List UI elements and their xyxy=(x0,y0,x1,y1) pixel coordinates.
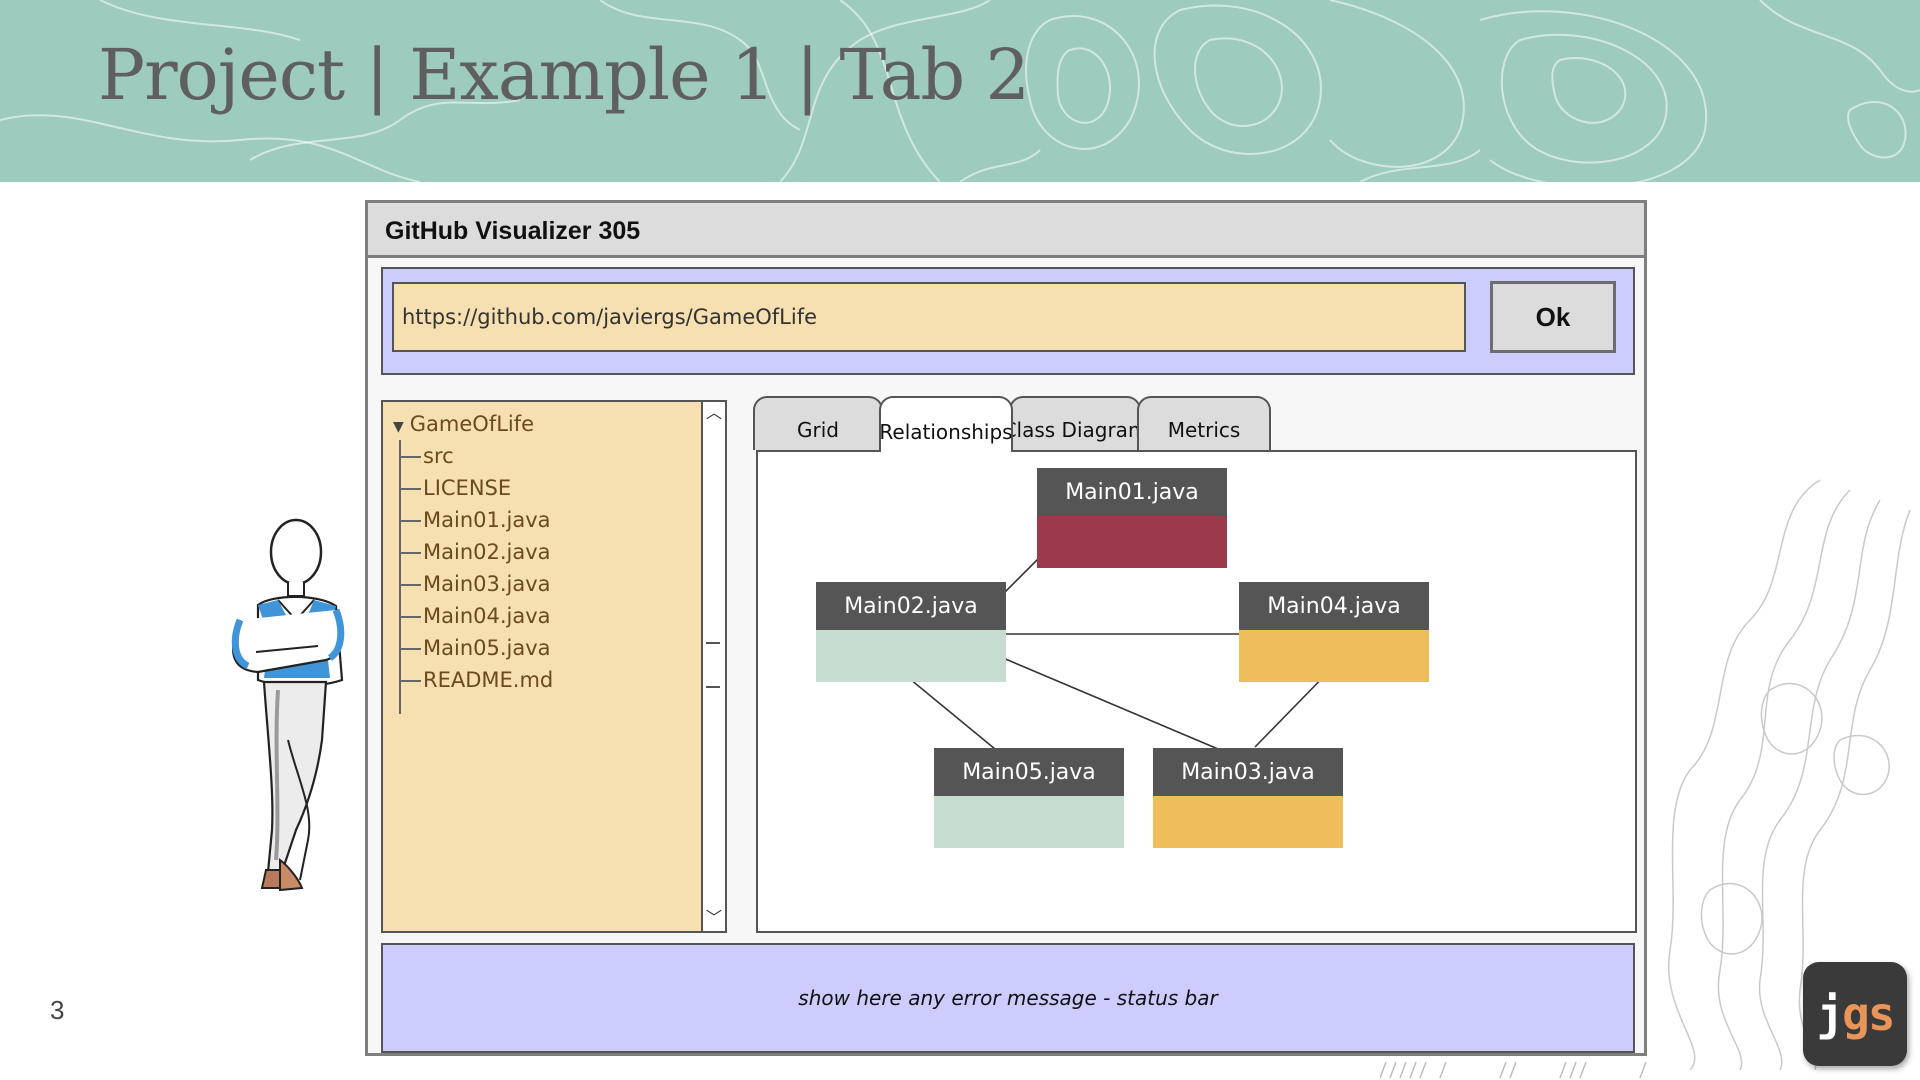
node-main02-body xyxy=(816,630,1006,682)
topographic-pattern xyxy=(0,0,1920,182)
caret-down-icon[interactable]: ▼ xyxy=(393,419,404,435)
logo-j-text: j xyxy=(1816,987,1844,1041)
tree-connector-line xyxy=(399,440,401,714)
tab-class-diagram[interactable]: Class Diagram xyxy=(1003,396,1147,450)
slide-title: Project | Example 1 | Tab 2 xyxy=(98,34,1030,116)
status-bar: show here any error message - status bar xyxy=(381,943,1635,1053)
node-main02[interactable]: Main02.java xyxy=(816,582,1006,682)
node-main01-body xyxy=(1037,516,1227,568)
tab-relationships[interactable]: Relationships xyxy=(879,396,1013,452)
edge-main02-main03 xyxy=(969,643,1219,750)
app-window: GitHub Visualizer 305 https://github.com… xyxy=(365,200,1647,1056)
file-tree-panel: ▼ GameOfLife src LICENSE Main01.java Main… xyxy=(381,400,727,933)
node-main05[interactable]: Main05.java xyxy=(934,748,1124,848)
ok-button[interactable]: Ok xyxy=(1490,281,1616,353)
slide-header-band: Project | Example 1 | Tab 2 xyxy=(0,0,1920,182)
tree-item-license[interactable]: LICENSE xyxy=(393,472,553,504)
window-titlebar: GitHub Visualizer 305 xyxy=(368,203,1644,258)
node-main05-label: Main05.java xyxy=(934,748,1124,796)
tree-item-main02[interactable]: Main02.java xyxy=(393,536,553,568)
relationships-diagram: Main01.java Main02.java Main04.java Main… xyxy=(756,450,1637,933)
scrollbar-thumb[interactable] xyxy=(706,642,720,688)
tree-item-main03[interactable]: Main03.java xyxy=(393,568,553,600)
tree-item-main04[interactable]: Main04.java xyxy=(393,600,553,632)
tree-item-src[interactable]: src xyxy=(393,440,553,472)
hatch-decoration xyxy=(1380,1061,1647,1079)
app-title: GitHub Visualizer 305 xyxy=(385,217,641,245)
node-main04[interactable]: Main04.java xyxy=(1239,582,1429,682)
person-illustration xyxy=(231,518,345,892)
node-main03-body xyxy=(1153,796,1343,848)
topographic-decoration xyxy=(1667,479,1911,1070)
tab-grid[interactable]: Grid xyxy=(753,396,883,450)
tree-root-label: GameOfLife xyxy=(409,412,535,436)
scroll-down-icon[interactable]: ﹀ xyxy=(705,910,722,927)
tree-item-main05[interactable]: Main05.java xyxy=(393,632,553,664)
tree-item-main01[interactable]: Main01.java xyxy=(393,504,553,536)
tab-metrics[interactable]: Metrics xyxy=(1137,396,1271,450)
node-main02-label: Main02.java xyxy=(816,582,1006,630)
scroll-up-icon[interactable]: ︿ xyxy=(705,405,722,422)
node-main04-body xyxy=(1239,630,1429,682)
logo-gs-text: gs xyxy=(1842,987,1895,1041)
node-main01-label: Main01.java xyxy=(1037,468,1227,516)
tree-root-item[interactable]: ▼ GameOfLife xyxy=(393,408,553,440)
node-main03-label: Main03.java xyxy=(1153,748,1343,796)
node-main04-label: Main04.java xyxy=(1239,582,1429,630)
url-panel: https://github.com/javiergs/GameOfLife O… xyxy=(381,267,1635,375)
node-main05-body xyxy=(934,796,1124,848)
tree-item-readme[interactable]: README.md xyxy=(393,664,553,696)
node-main01[interactable]: Main01.java xyxy=(1037,468,1227,568)
tree-scrollbar[interactable]: ︿ ﹀ xyxy=(701,402,725,931)
url-input[interactable]: https://github.com/javiergs/GameOfLife xyxy=(392,282,1466,352)
page-number: 3 xyxy=(50,995,65,1025)
node-main03[interactable]: Main03.java xyxy=(1153,748,1343,848)
file-tree: ▼ GameOfLife src LICENSE Main01.java Main… xyxy=(393,408,553,696)
